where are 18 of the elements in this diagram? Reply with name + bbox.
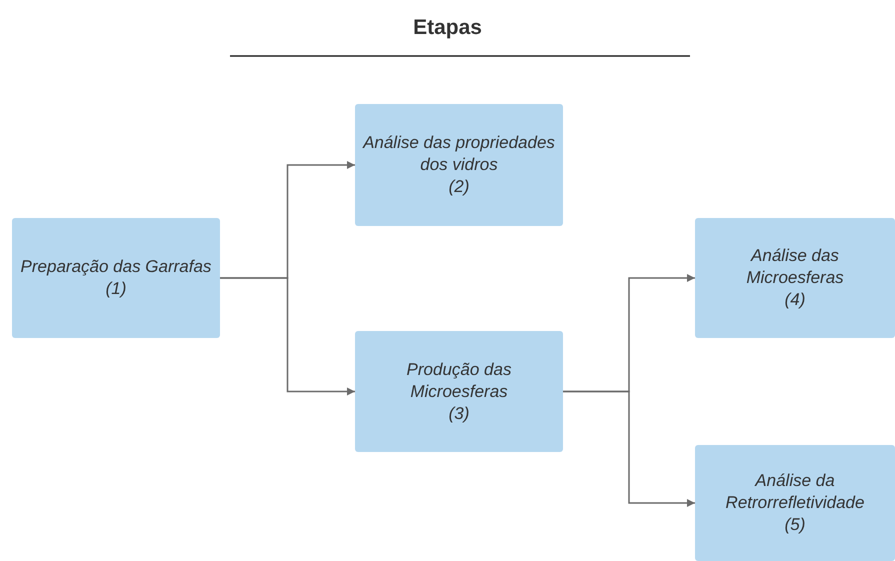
process-box bbox=[695, 218, 895, 338]
step-label: Análise das propriedades dos vidros bbox=[363, 132, 555, 176]
process-box bbox=[355, 331, 563, 452]
process-box bbox=[12, 218, 220, 338]
arrow bbox=[220, 277, 355, 396]
step-number: (4) bbox=[784, 289, 806, 311]
step-label: Análise das Microesferas bbox=[745, 245, 845, 289]
step-label: Produção das Microesferas bbox=[406, 358, 512, 402]
step-number: (2) bbox=[448, 176, 470, 198]
step-number: (1) bbox=[106, 278, 126, 300]
step-number: (3) bbox=[448, 402, 470, 424]
process-box bbox=[355, 104, 563, 226]
step-label: Preparação das Garrafas bbox=[20, 256, 212, 278]
step-number: (5) bbox=[784, 514, 806, 536]
step-label: Análise da Retrorrefletividade bbox=[724, 470, 866, 514]
title: Etapas bbox=[412, 16, 483, 40]
arrow bbox=[563, 390, 695, 507]
process-box bbox=[695, 445, 895, 561]
